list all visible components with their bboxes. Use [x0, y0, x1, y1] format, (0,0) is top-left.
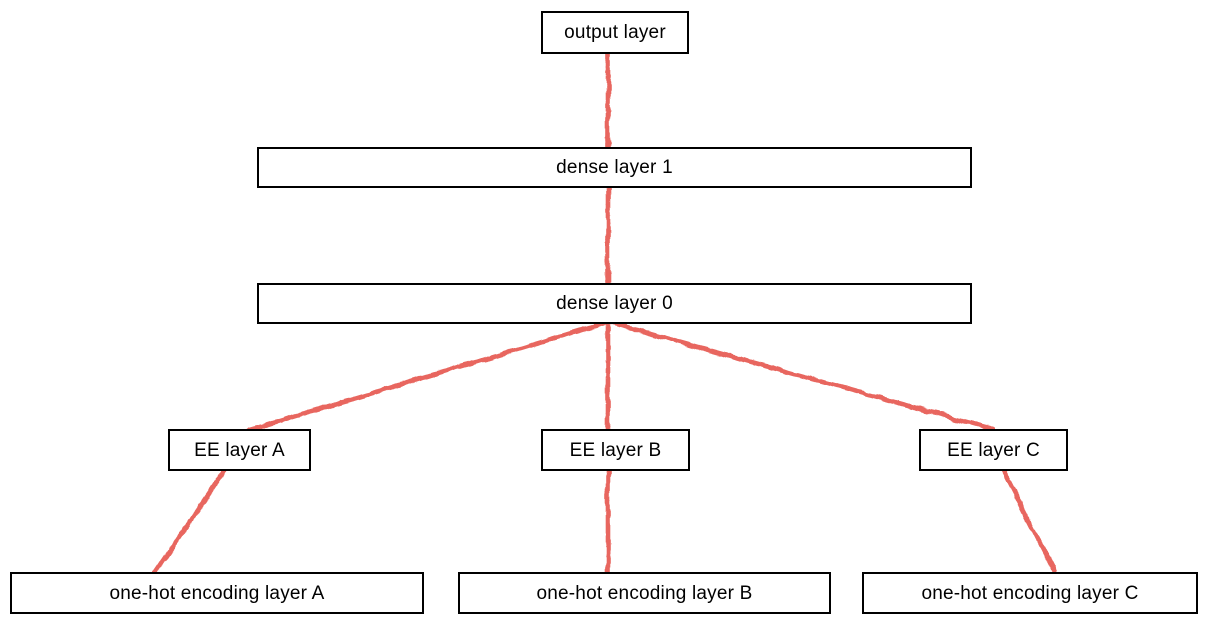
node-one-hot-encoding-layer-c: one-hot encoding layer C [862, 572, 1198, 614]
edge-dense-layer-0-ee-layer-a [247, 319, 611, 433]
node-one-hot-encoding-layer-b-label: one-hot encoding layer B [536, 582, 753, 604]
node-ee-layer-b-label: EE layer B [569, 439, 662, 461]
node-ee-layer-a: EE layer A [168, 429, 311, 471]
edge-dense-layer-0-ee-layer-c [605, 319, 995, 432]
node-dense-layer-0: dense layer 0 [257, 283, 972, 324]
edge-ee-layer-a-one-hot-encoding-layer-a [152, 467, 228, 576]
edge-ee-layer-c-one-hot-encoding-layer-c [1000, 467, 1058, 575]
node-one-hot-encoding-layer-b: one-hot encoding layer B [458, 572, 831, 614]
node-one-hot-encoding-layer-a-label: one-hot encoding layer A [109, 582, 325, 604]
node-output-layer: output layer [541, 11, 689, 54]
node-one-hot-encoding-layer-a: one-hot encoding layer A [10, 572, 424, 614]
node-ee-layer-c-label: EE layer C [947, 439, 1040, 461]
node-output-layer-label: output layer [564, 22, 666, 43]
node-one-hot-encoding-layer-c-label: one-hot encoding layer C [921, 582, 1139, 604]
node-ee-layer-a-label: EE layer A [194, 439, 285, 461]
node-ee-layer-b: EE layer B [541, 429, 690, 471]
node-dense-layer-0-label: dense layer 0 [556, 293, 673, 314]
node-dense-layer-1: dense layer 1 [257, 147, 972, 188]
node-dense-layer-1-label: dense layer 1 [556, 157, 673, 178]
node-ee-layer-c: EE layer C [919, 429, 1068, 471]
